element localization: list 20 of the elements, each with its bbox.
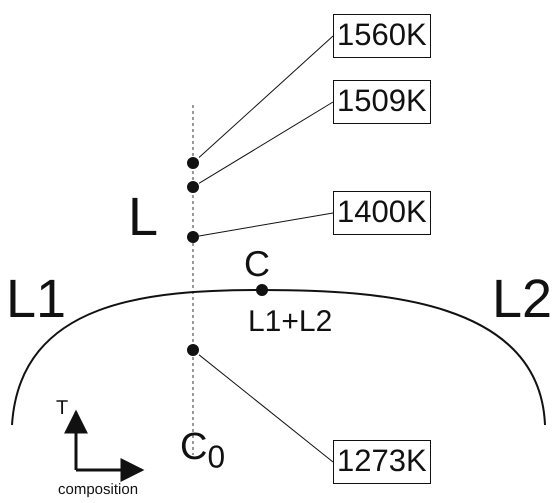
point-dot xyxy=(187,157,199,169)
leader-line xyxy=(198,354,334,462)
point-dot xyxy=(187,231,199,243)
phase-label: L xyxy=(128,190,158,244)
composition-label: C$_{0}$ xyxy=(180,428,226,474)
axis-label: composition xyxy=(58,482,138,497)
point-dot xyxy=(187,181,199,193)
temperature-label-box: 1509K xyxy=(333,80,431,124)
axis-label: T xyxy=(56,398,68,418)
phase-label: L1 xyxy=(6,272,66,326)
point-dot xyxy=(187,344,199,356)
temperature-label-box: 1273K xyxy=(333,440,431,484)
phase-label: L1+L2 xyxy=(248,307,332,337)
temperature-label-box: 1400K xyxy=(333,191,431,235)
point-label: C xyxy=(244,246,270,282)
leader-line xyxy=(198,212,334,236)
temperature-label-box: 1560K xyxy=(333,14,431,58)
leader-line xyxy=(198,36,334,158)
phase-label: L2 xyxy=(492,272,552,326)
leader-line xyxy=(198,102,334,184)
